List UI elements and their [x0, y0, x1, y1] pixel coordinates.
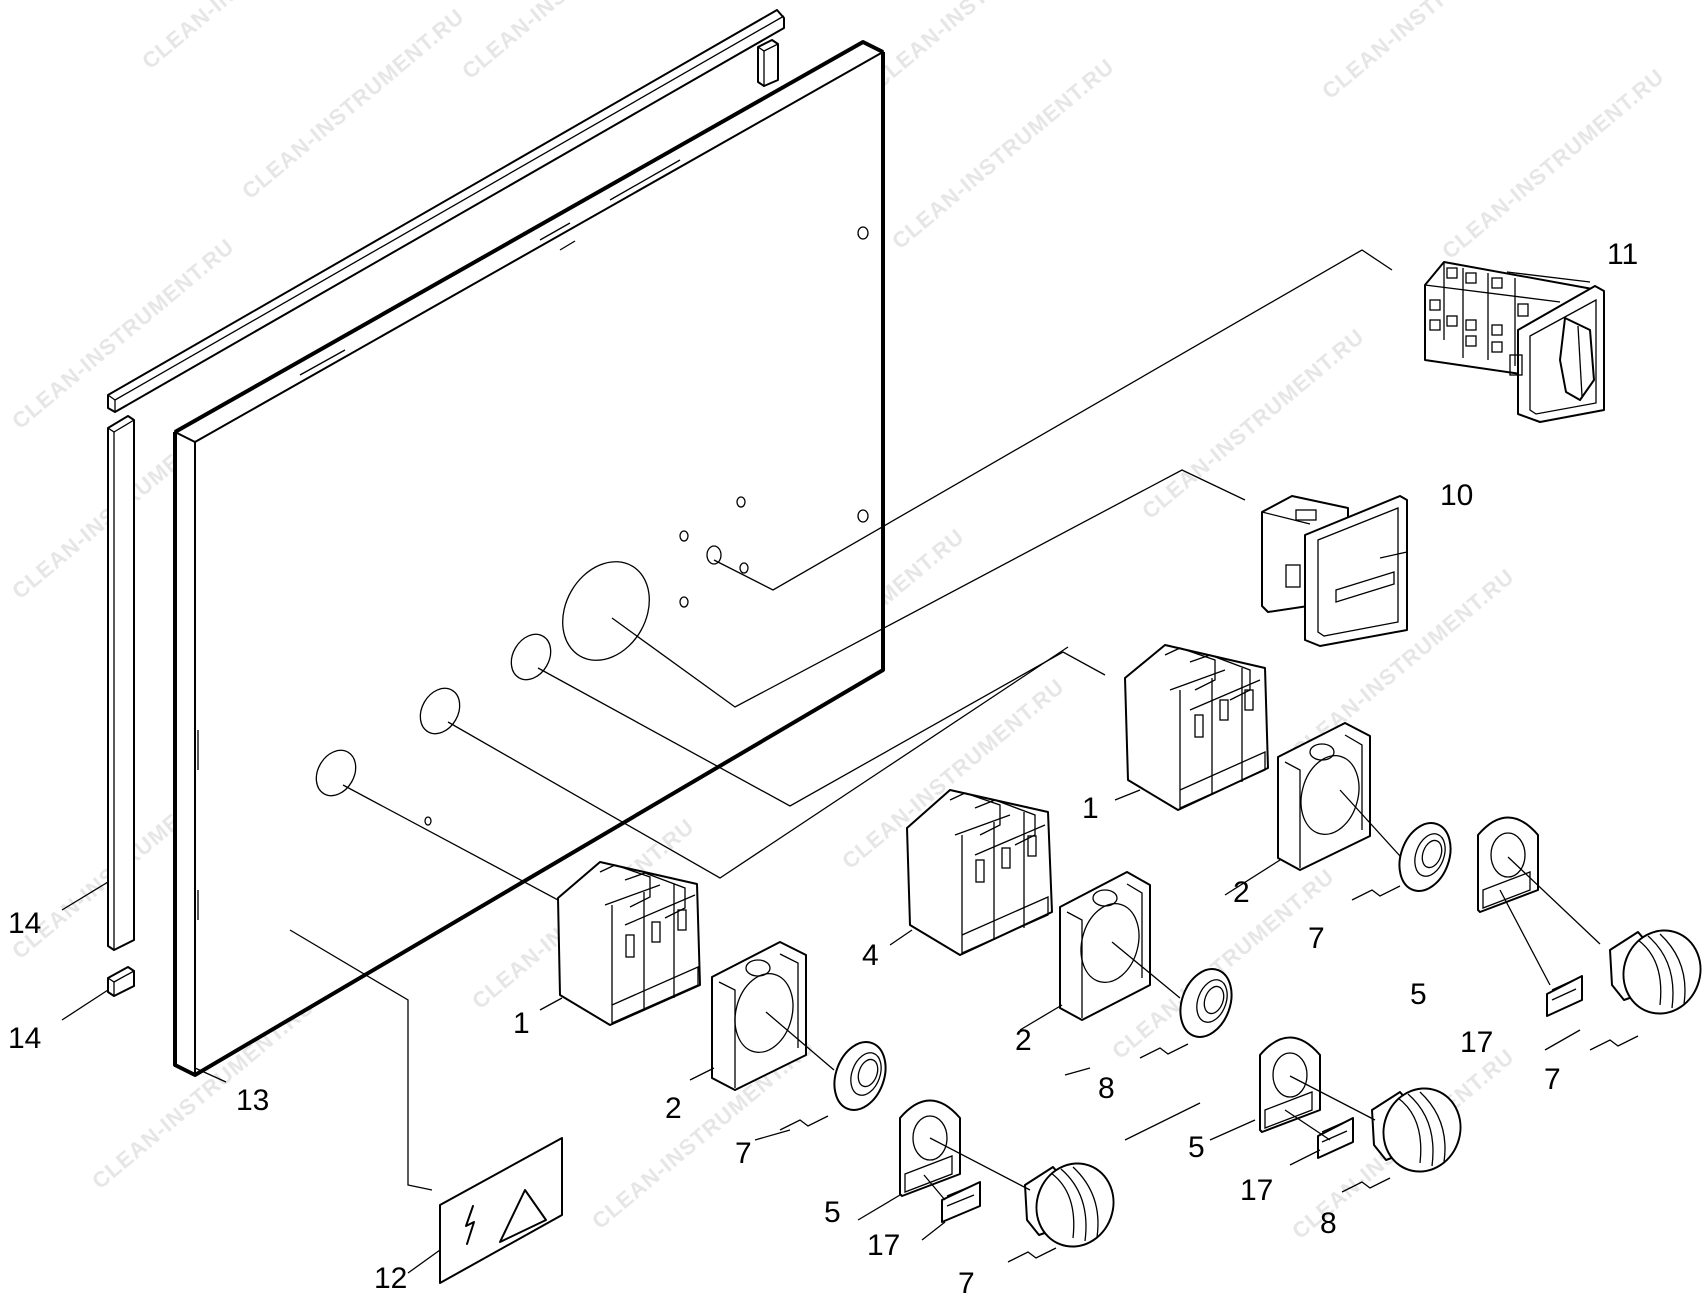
pushbutton-lower: [1024, 1162, 1115, 1248]
pushbutton-upper: [1609, 929, 1702, 1015]
warning-label: [439, 1137, 563, 1284]
callout-label: 11: [1607, 238, 1638, 271]
rotary-switch: [1424, 261, 1605, 423]
mounting-adapter-lower: [711, 941, 807, 1091]
watermark-text: CLEAN-INSTRUMENT.RU: [1317, 0, 1549, 104]
watermark-text: CLEAN-INSTRUMENT.RU: [1437, 64, 1669, 264]
callout-label: 8: [1320, 1207, 1337, 1240]
callout-label: 14: [8, 907, 41, 940]
mounting-adapter-upper: [1277, 722, 1371, 871]
callout-label: 17: [1460, 1026, 1493, 1059]
callout-label: 7: [1308, 922, 1325, 955]
part-leaders: [61, 271, 1639, 1274]
callout-label: 7: [958, 1267, 975, 1300]
callout-label: 17: [867, 1229, 900, 1262]
callout-label: 1: [1082, 792, 1099, 825]
nut-lower: [833, 1041, 887, 1111]
front-panel: [173, 40, 885, 1077]
legend-label-upper: [1546, 975, 1583, 1017]
watermark-text: CLEAN-INSTRUMENT.RU: [457, 0, 689, 84]
pushbutton-middle: [1371, 1087, 1462, 1173]
watermark-text: CLEAN-INSTRUMENT.RU: [137, 0, 369, 74]
legend-holder-upper: [1477, 816, 1539, 913]
callout-label: 1: [513, 1007, 530, 1040]
callout-label: 5: [1188, 1131, 1205, 1164]
nut-middle: [1179, 968, 1233, 1038]
gasket-strips: [107, 9, 785, 997]
watermark-text: CLEAN-INSTRUMENT.RU: [887, 54, 1119, 254]
legend-holder-middle: [1259, 1036, 1321, 1133]
watermark-text: CLEAN-INSTRUMENT.RU: [237, 4, 469, 204]
callout-label: 4: [862, 939, 879, 972]
nut-upper: [1398, 822, 1452, 892]
legend-label-middle: [1317, 1117, 1354, 1159]
display-module: [1261, 495, 1408, 647]
callout-label: 14: [8, 1022, 41, 1055]
callout-label: 5: [1410, 978, 1427, 1011]
callout-label: 8: [1098, 1072, 1115, 1105]
callout-labels: 11 10 1 2 7 5 17 7 4 2 8 5 17 8 1 2 7 5 …: [8, 238, 1638, 1300]
callout-label: 17: [1240, 1174, 1273, 1207]
callout-label: 2: [665, 1092, 682, 1125]
contact-block-middle: [906, 789, 1053, 956]
callout-label: 13: [236, 1084, 269, 1117]
callout-label: 5: [824, 1196, 841, 1229]
callout-label: 10: [1440, 479, 1473, 512]
assembly-lines: [289, 249, 1393, 1191]
contact-block-upper: [1124, 644, 1269, 811]
callout-label: 7: [1544, 1063, 1561, 1096]
legend-holder-lower: [899, 1099, 961, 1197]
watermark-text: CLEAN-INSTRUMENT.RU: [867, 0, 1099, 94]
legend-label-lower: [941, 1181, 981, 1223]
callout-label: 7: [735, 1137, 752, 1170]
callout-label: 12: [374, 1262, 407, 1295]
watermark-text: CLEAN-INSTRUMENT.RU: [1137, 324, 1369, 524]
contact-block-lower: [557, 861, 701, 1026]
mounting-adapter-middle: [1059, 871, 1151, 1021]
callout-label: 2: [1015, 1024, 1032, 1057]
callout-label: 2: [1233, 876, 1250, 909]
